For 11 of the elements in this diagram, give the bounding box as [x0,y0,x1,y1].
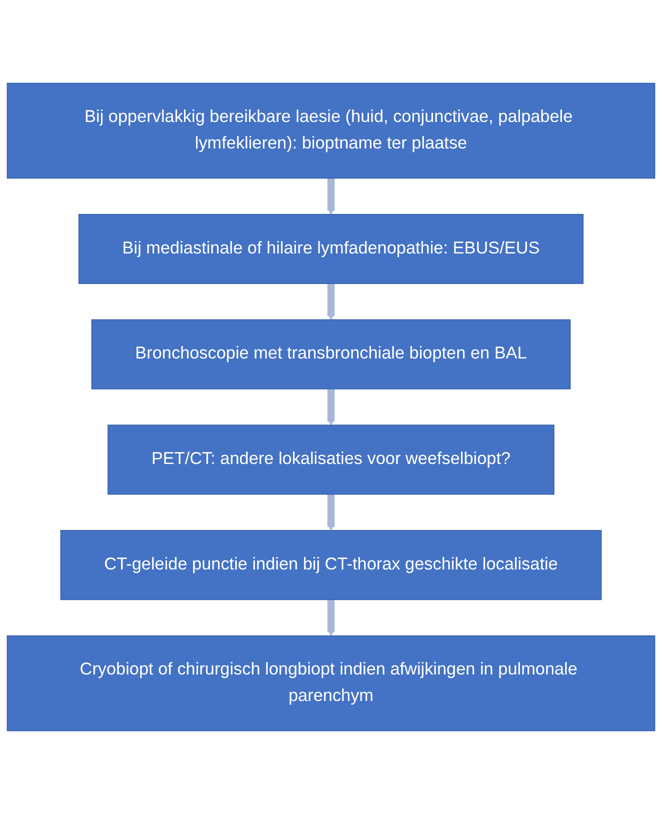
arrow [327,282,335,320]
node-box: PET/CT: andere lokalisaties voor weefselbiopt? [108,424,554,495]
arrow [327,388,335,426]
node-box: CT-geleide punctie indien bij CT-thorax geschikte localisatie [60,530,602,600]
node-box: Cryobiopt of chirurgisch longbiopt indien afwijkingen in pulmonale parenchym [6,635,656,732]
arrow [327,178,335,215]
node-box: Bij oppervlakkig bereikbare laesie (huid, conjunctivae, palpabele lymfeklieren): bioptname ter plaatse [6,82,656,179]
arrow [327,494,335,531]
arrow [327,599,335,636]
node-box: Bronchoscopie met transbronchiale biopten en BAL [91,319,571,390]
node-box: Bij mediastinale of hilaire lymfadenopathie: EBUS/EUS [78,214,584,284]
